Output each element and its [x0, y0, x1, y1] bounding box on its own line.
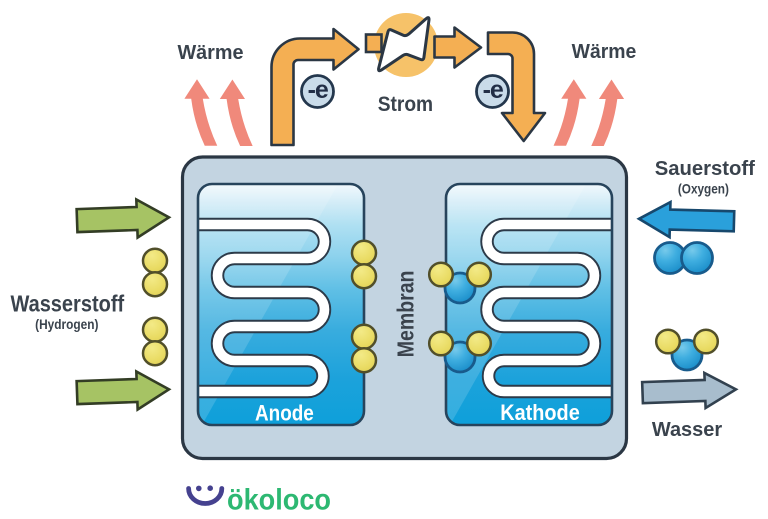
svg-text:-e: -e — [308, 76, 329, 104]
svg-text:Wasserstoff: Wasserstoff — [10, 291, 124, 317]
svg-text:Sauerstoff: Sauerstoff — [655, 157, 755, 180]
svg-text:ökoloco: ökoloco — [227, 484, 331, 517]
svg-text:(Oxygen): (Oxygen) — [678, 181, 729, 197]
svg-text:Wärme: Wärme — [572, 40, 637, 63]
svg-text:(Hydrogen): (Hydrogen) — [35, 316, 98, 332]
svg-text:Kathode: Kathode — [500, 400, 580, 425]
svg-text:Wärme: Wärme — [177, 41, 243, 64]
svg-text:Wasser: Wasser — [652, 418, 722, 441]
svg-text:Membran: Membran — [393, 271, 419, 358]
svg-text:Strom: Strom — [378, 92, 433, 116]
svg-text:Anode: Anode — [255, 401, 314, 426]
svg-text:-e: -e — [483, 76, 504, 104]
